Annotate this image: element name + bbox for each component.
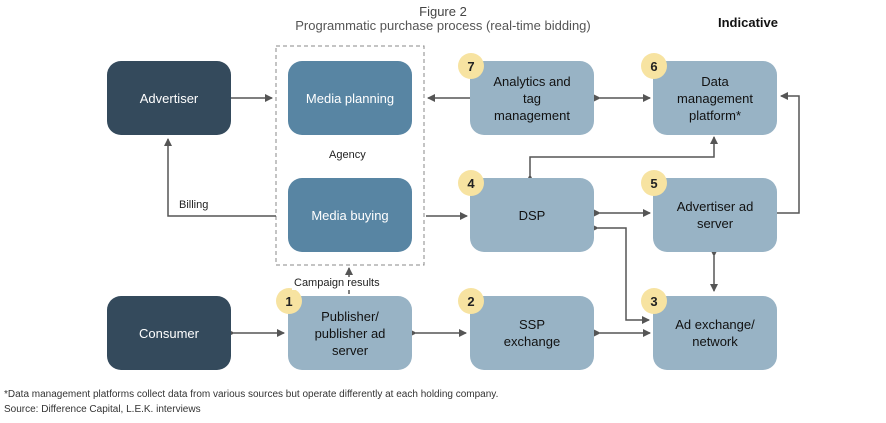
node-ssp: SSP exchange xyxy=(470,296,594,370)
node-advertiser-ad-server-label: Advertiser ad server xyxy=(676,199,754,231)
badge-ssp: 2 xyxy=(458,288,484,314)
indicative-tag: Indicative xyxy=(718,15,778,30)
node-publisher: Publisher/ publisher ad server xyxy=(288,296,412,370)
node-advertiser: Advertiser xyxy=(107,61,231,135)
campaign-results-label: Campaign results xyxy=(292,277,382,290)
agency-label: Agency xyxy=(329,149,366,162)
node-dmp: Data management platform* xyxy=(653,61,777,135)
node-media-buying: Media buying xyxy=(288,178,412,252)
badge-analytics: 7 xyxy=(458,53,484,79)
node-media-buying-label: Media buying xyxy=(311,207,389,223)
badge-dsp: 4 xyxy=(458,170,484,196)
node-consumer-label: Consumer xyxy=(139,325,199,341)
node-dmp-label: Data management platform* xyxy=(677,73,753,123)
arrow-dsp-exchange xyxy=(591,224,650,324)
node-media-planning: Media planning xyxy=(288,61,412,135)
billing-label: Billing xyxy=(179,199,209,212)
node-ad-exchange: Ad exchange/ network xyxy=(653,296,777,370)
node-publisher-label: Publisher/ publisher ad server xyxy=(314,308,386,358)
badge-dmp: 6 xyxy=(641,53,667,79)
arrow-dsp-dmp xyxy=(526,136,718,182)
badge-publisher: 1 xyxy=(276,288,302,314)
figure-label: Figure 2 xyxy=(419,4,467,19)
node-consumer: Consumer xyxy=(107,296,231,370)
node-analytics-label: Analytics and tag management xyxy=(493,73,571,123)
node-advertiser-label: Advertiser xyxy=(139,90,199,106)
node-dsp-label: DSP xyxy=(518,207,546,223)
node-analytics: Analytics and tag management xyxy=(470,61,594,135)
node-dsp: DSP xyxy=(470,178,594,252)
node-advertiser-ad-server: Advertiser ad server xyxy=(653,178,777,252)
diagram-subtitle: Programmatic purchase process (real-time… xyxy=(295,18,591,33)
badge-ad-exchange: 3 xyxy=(641,288,667,314)
arrow-adserver-to-dmp xyxy=(777,92,800,214)
node-ad-exchange-label: Ad exchange/ network xyxy=(675,317,755,349)
node-media-planning-label: Media planning xyxy=(305,90,395,106)
node-ssp-label: SSP exchange xyxy=(503,317,561,349)
footnote: *Data management platforms collect data … xyxy=(4,389,499,400)
source-note: Source: Difference Capital, L.E.K. inter… xyxy=(4,404,201,415)
arrow-billing xyxy=(164,138,276,217)
agency-boundary xyxy=(275,45,425,266)
badge-advertiser-ad-server: 5 xyxy=(641,170,667,196)
